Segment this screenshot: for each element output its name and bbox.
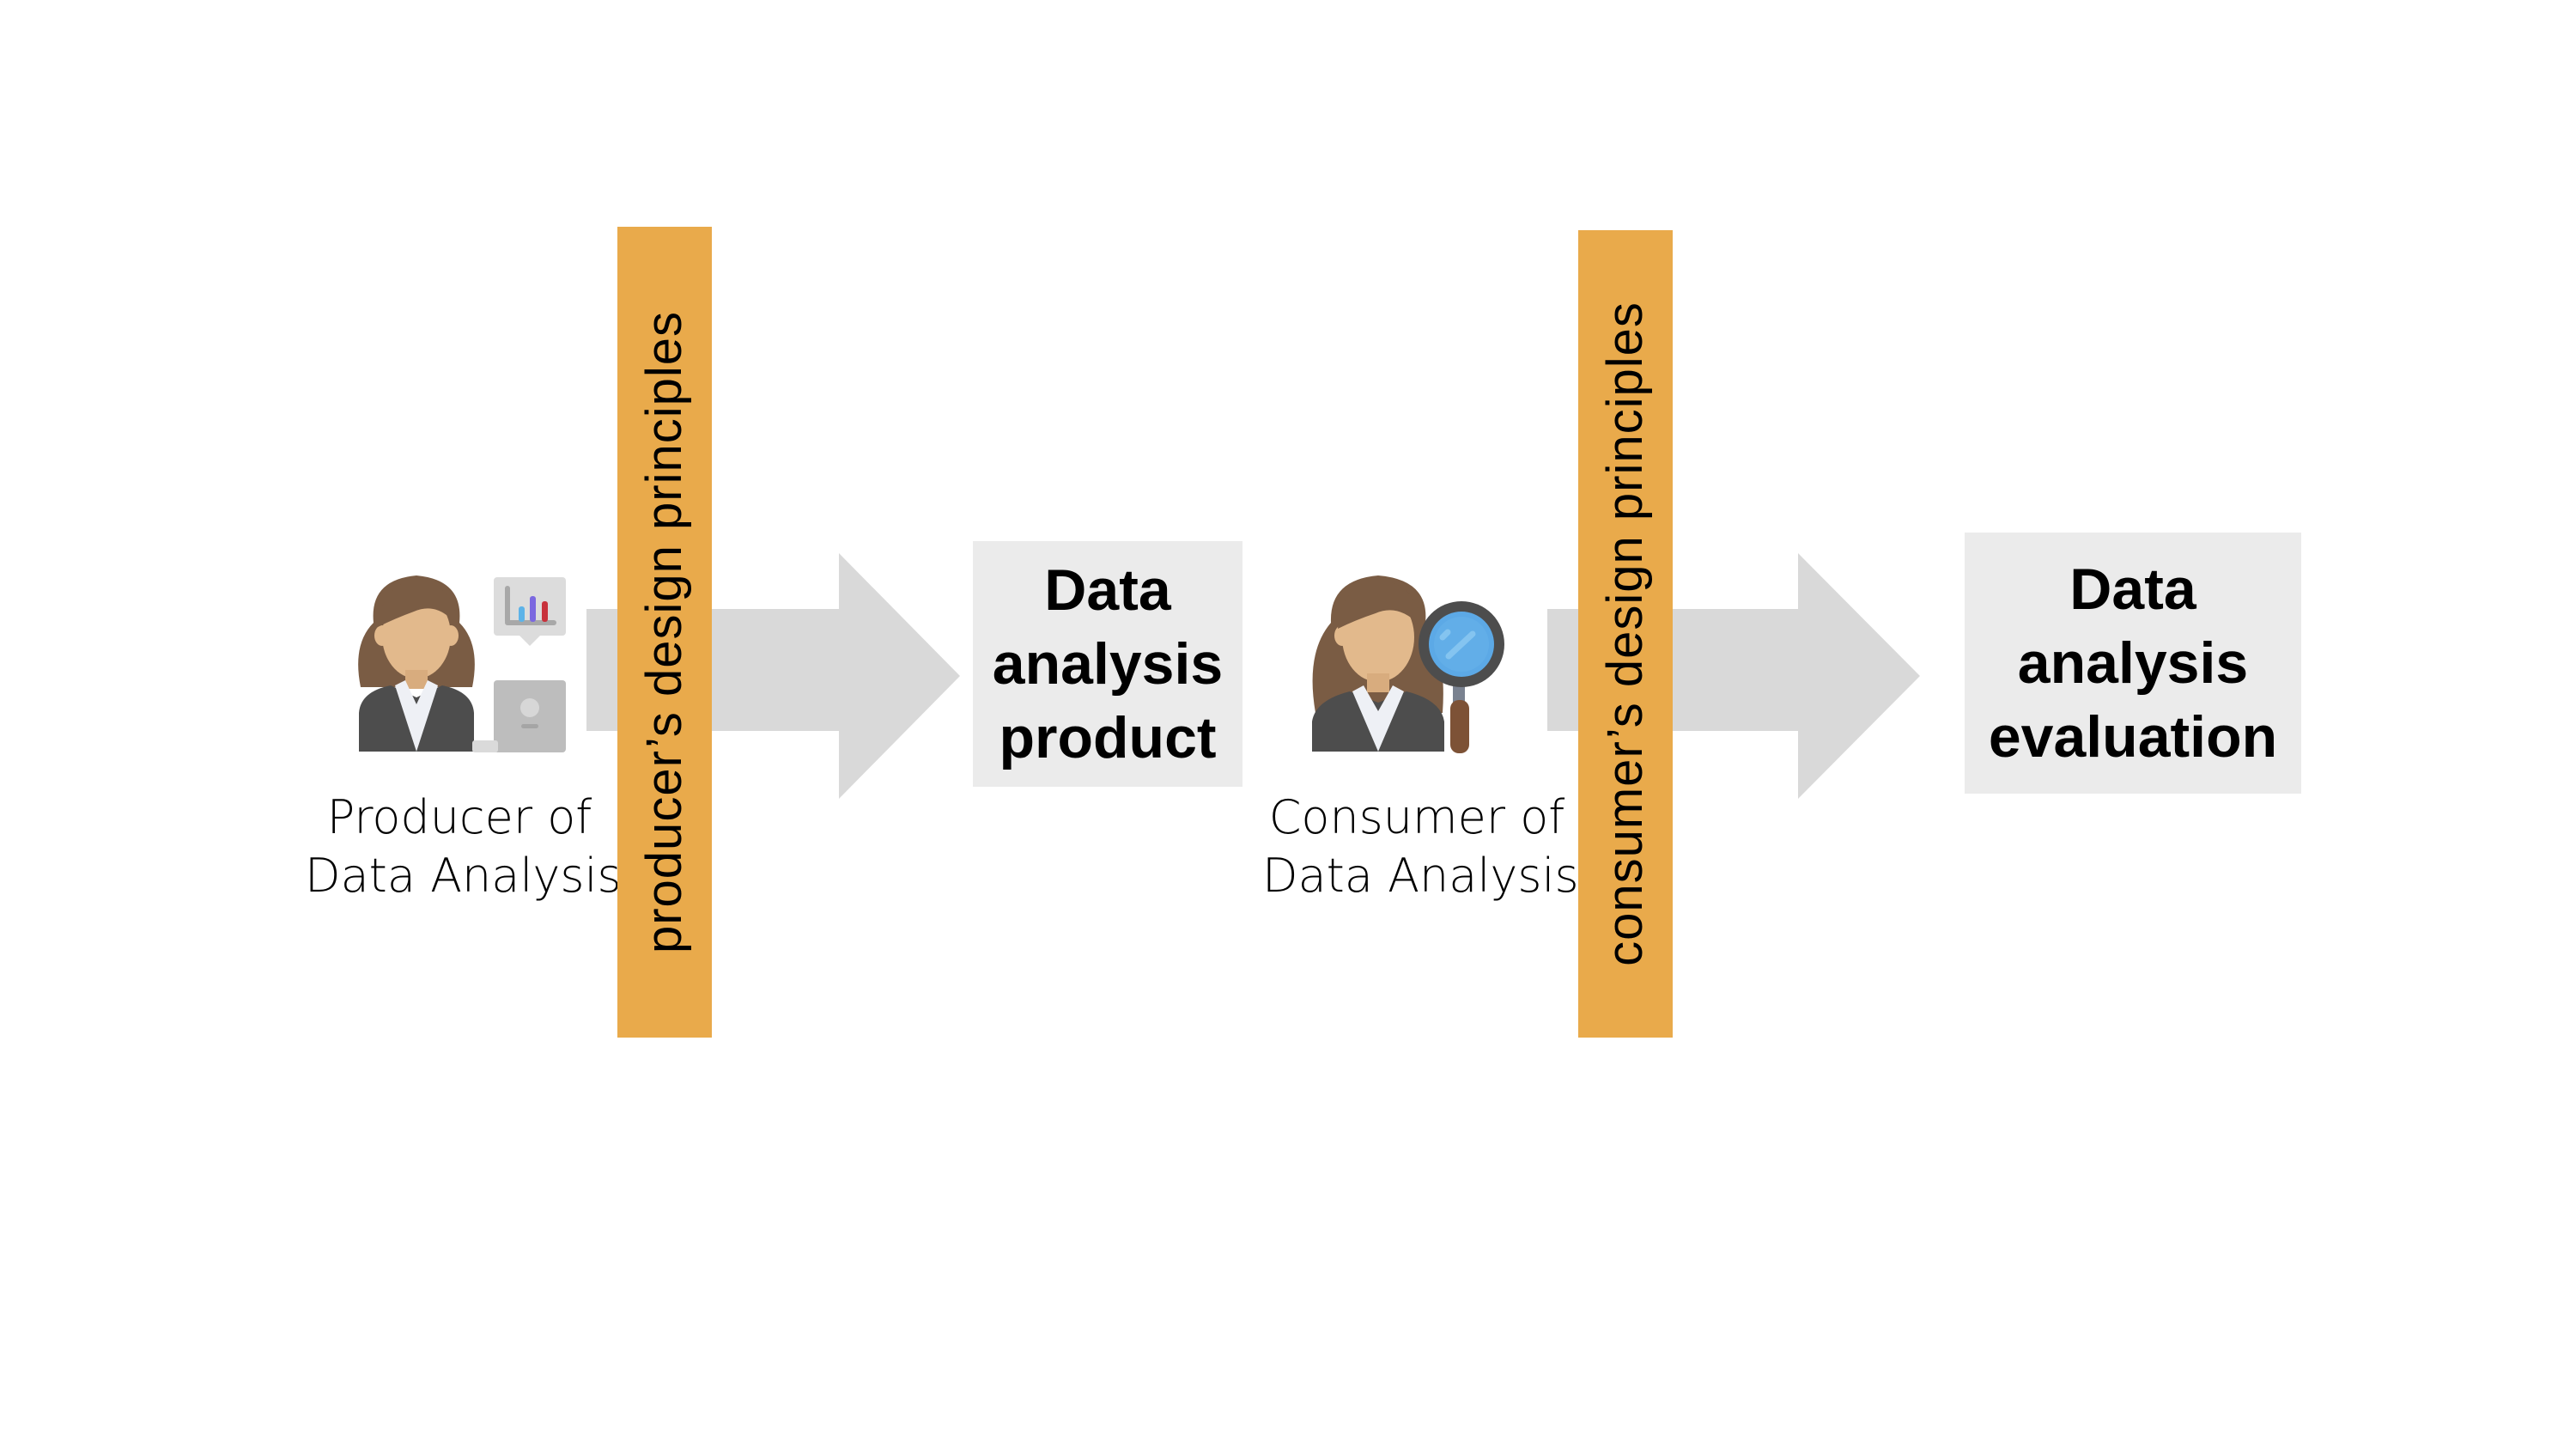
consumer-caption: Consumer of Data Analysis	[1262, 788, 1579, 905]
data-analysis-product-box: Data analysis product	[973, 541, 1242, 787]
woman-with-laptop-and-chart-icon	[358, 575, 566, 752]
consumer-caption-line1: Consumer of	[1268, 790, 1565, 844]
product-line-2: analysis	[992, 631, 1224, 697]
producer-design-principles-label: producer’s design principles	[636, 310, 692, 954]
evaluation-line-2: analysis	[2017, 630, 2249, 696]
consumer-design-principles-label: consumer’s design principles	[1597, 301, 1653, 966]
product-line-3: product	[999, 705, 1217, 770]
data-analysis-evaluation-box: Data analysis evaluation	[1965, 533, 2301, 794]
consumer-actor	[1305, 550, 1528, 756]
evaluation-line-3: evaluation	[1988, 704, 2278, 770]
producer-caption-line1: Producer of	[326, 790, 592, 844]
evaluation-line-1: Data	[2069, 557, 2196, 622]
producer-design-principles-bar: producer’s design principles	[617, 227, 712, 1038]
producer-caption-line2: Data Analysis	[305, 849, 622, 903]
consumer-design-principles-bar: consumer’s design principles	[1578, 230, 1673, 1038]
producer-caption: Producer of Data Analysis	[305, 788, 622, 905]
product-line-1: Data	[1044, 557, 1171, 623]
woman-with-magnifying-glass-icon	[1312, 575, 1504, 753]
consumer-caption-line2: Data Analysis	[1262, 849, 1579, 903]
producer-actor	[343, 550, 601, 756]
